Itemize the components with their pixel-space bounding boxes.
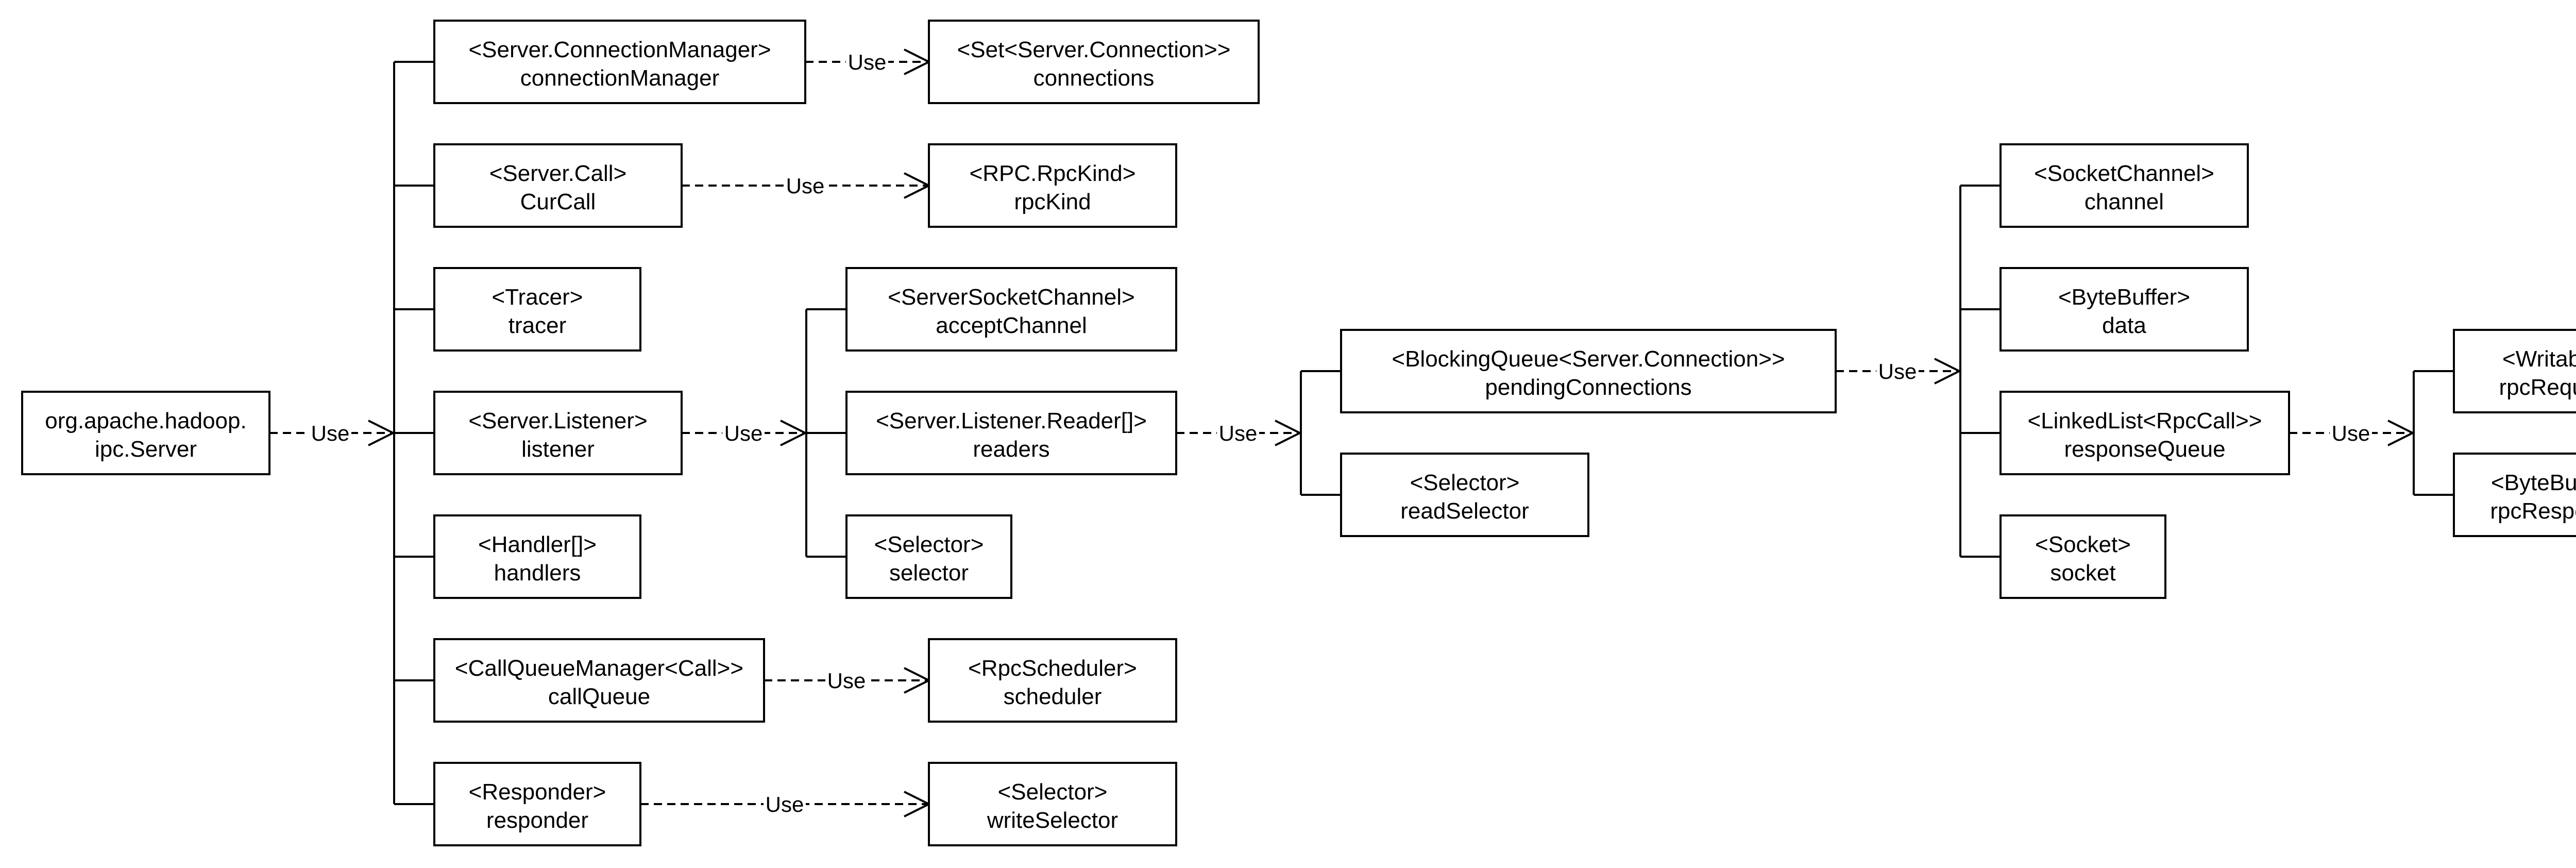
node-type: org.apache.hadoop.	[45, 408, 246, 433]
node-connections[interactable]: <Set<Server.Connection>> connections	[928, 20, 1260, 104]
node-responsequeue[interactable]: <LinkedList<RpcCall>> responseQueue	[1999, 391, 2290, 475]
node-type: <Writable>	[2502, 346, 2576, 372]
node-type: <Server.Listener.Reader[]>	[876, 408, 1147, 433]
node-name: readSelector	[1400, 498, 1529, 524]
node-name: handlers	[494, 560, 581, 586]
node-name: rpcKind	[1014, 189, 1091, 214]
node-name: acceptChannel	[936, 313, 1087, 338]
node-rpcresponse[interactable]: <ByteBuffer> rpcResponse	[2453, 453, 2576, 537]
node-tracer[interactable]: <Tracer> tracer	[433, 267, 641, 352]
node-pendingconnections[interactable]: <BlockingQueue<Server.Connection>> pendi…	[1340, 329, 1837, 413]
node-channel[interactable]: <SocketChannel> channel	[1999, 143, 2249, 228]
node-connectionmanager[interactable]: <Server.ConnectionManager> connectionMan…	[433, 20, 806, 104]
nodes: org.apache.hadoop. ipc.Server <Server.Co…	[21, 20, 2576, 846]
node-name: tracer	[509, 313, 566, 338]
node-readselector[interactable]: <Selector> readSelector	[1340, 453, 1589, 537]
node-writeselector[interactable]: <Selector> writeSelector	[928, 762, 1177, 846]
use-label: Use	[724, 421, 763, 445]
edge-pendingconnections-to-members: Use	[1836, 358, 1962, 385]
node-type: <LinkedList<RpcCall>>	[2028, 408, 2262, 433]
node-name: callQueue	[548, 684, 650, 709]
node-socket[interactable]: <Socket> socket	[1999, 514, 2166, 599]
node-type: <BlockingQueue<Server.Connection>>	[1392, 346, 1785, 372]
use-label: Use	[827, 669, 866, 693]
node-name: selector	[889, 560, 969, 586]
node-name: scheduler	[1004, 684, 1102, 709]
node-type: <RPC.RpcKind>	[970, 161, 1136, 186]
node-ipc-server[interactable]: org.apache.hadoop. ipc.Server	[21, 391, 270, 475]
node-callqueue[interactable]: <CallQueueManager<Call>> callQueue	[433, 638, 765, 723]
node-type: <ServerSocketChannel>	[888, 285, 1134, 310]
node-type: <ByteBuffer>	[2058, 285, 2190, 310]
node-name: readers	[973, 437, 1049, 462]
node-type: <Selector>	[998, 779, 1108, 805]
node-handlers[interactable]: <Handler[]> handlers	[433, 514, 641, 599]
edge-listener-to-members: Use	[682, 420, 808, 446]
node-type: <SocketChannel>	[2034, 161, 2214, 186]
use-label: Use	[1878, 359, 1917, 383]
node-name: data	[2102, 313, 2146, 338]
node-readers[interactable]: <Server.Listener.Reader[]> readers	[845, 391, 1177, 475]
use-label: Use	[848, 50, 887, 74]
node-data[interactable]: <ByteBuffer> data	[1999, 267, 2249, 352]
node-name: rpcRequest	[2499, 375, 2576, 400]
node-name: ipc.Server	[95, 437, 197, 462]
node-type: <ByteBuffer>	[2491, 470, 2576, 495]
node-type: <RpcScheduler>	[968, 656, 1137, 681]
node-acceptchannel[interactable]: <ServerSocketChannel> acceptChannel	[845, 267, 1177, 352]
node-name: rpcResponse	[2490, 498, 2576, 524]
use-label: Use	[766, 792, 804, 816]
use-label: Use	[1219, 421, 1258, 445]
edge-root-to-members: Use	[269, 420, 396, 446]
use-label: Use	[2332, 421, 2370, 445]
node-rpcrequest[interactable]: <Writable> rpcRequest	[2453, 329, 2576, 413]
node-name: channel	[2084, 189, 2164, 214]
use-edges: Use Use Use Use Use	[269, 48, 2415, 817]
node-type: <Socket>	[2035, 532, 2131, 557]
node-type: <Tracer>	[492, 285, 583, 310]
node-type: <Set<Server.Connection>>	[957, 37, 1231, 62]
node-type: <Server.Listener>	[468, 408, 647, 433]
node-type: <Server.ConnectionManager>	[468, 37, 771, 62]
node-name: responder	[486, 808, 588, 833]
node-type: <Handler[]>	[478, 532, 597, 557]
node-name: connections	[1033, 65, 1155, 91]
node-name: writeSelector	[987, 808, 1118, 833]
node-name: connectionManager	[520, 65, 719, 91]
edge-responder-to-writeselector: Use	[640, 791, 931, 817]
node-responder[interactable]: <Responder> responder	[433, 762, 641, 846]
node-name: socket	[2050, 560, 2115, 586]
node-scheduler[interactable]: <RpcScheduler> scheduler	[928, 638, 1177, 723]
use-label: Use	[786, 174, 825, 198]
node-name: pendingConnections	[1485, 375, 1691, 400]
edge-callqueue-to-scheduler: Use	[764, 667, 931, 694]
edge-readers-to-members: Use	[1176, 420, 1302, 446]
use-label: Use	[311, 421, 350, 445]
node-name: CurCall	[520, 189, 596, 214]
node-name: responseQueue	[2064, 437, 2225, 462]
node-type: <Server.Call>	[489, 161, 627, 186]
node-selector[interactable]: <Selector> selector	[845, 514, 1012, 599]
node-listener[interactable]: <Server.Listener> listener	[433, 391, 683, 475]
node-rpckind[interactable]: <RPC.RpcKind> rpcKind	[928, 143, 1177, 228]
node-type: <Responder>	[469, 779, 606, 805]
node-type: <Selector>	[1410, 470, 1520, 495]
node-curcall[interactable]: <Server.Call> CurCall	[433, 143, 683, 228]
node-type: <CallQueueManager<Call>>	[455, 656, 743, 681]
node-type: <Selector>	[874, 532, 984, 557]
edge-connectionmanager-to-connections: Use	[805, 48, 931, 75]
edge-responsequeue-to-members: Use	[2289, 420, 2415, 446]
edge-curcall-to-rpckind: Use	[682, 172, 931, 199]
node-name: listener	[521, 437, 595, 462]
